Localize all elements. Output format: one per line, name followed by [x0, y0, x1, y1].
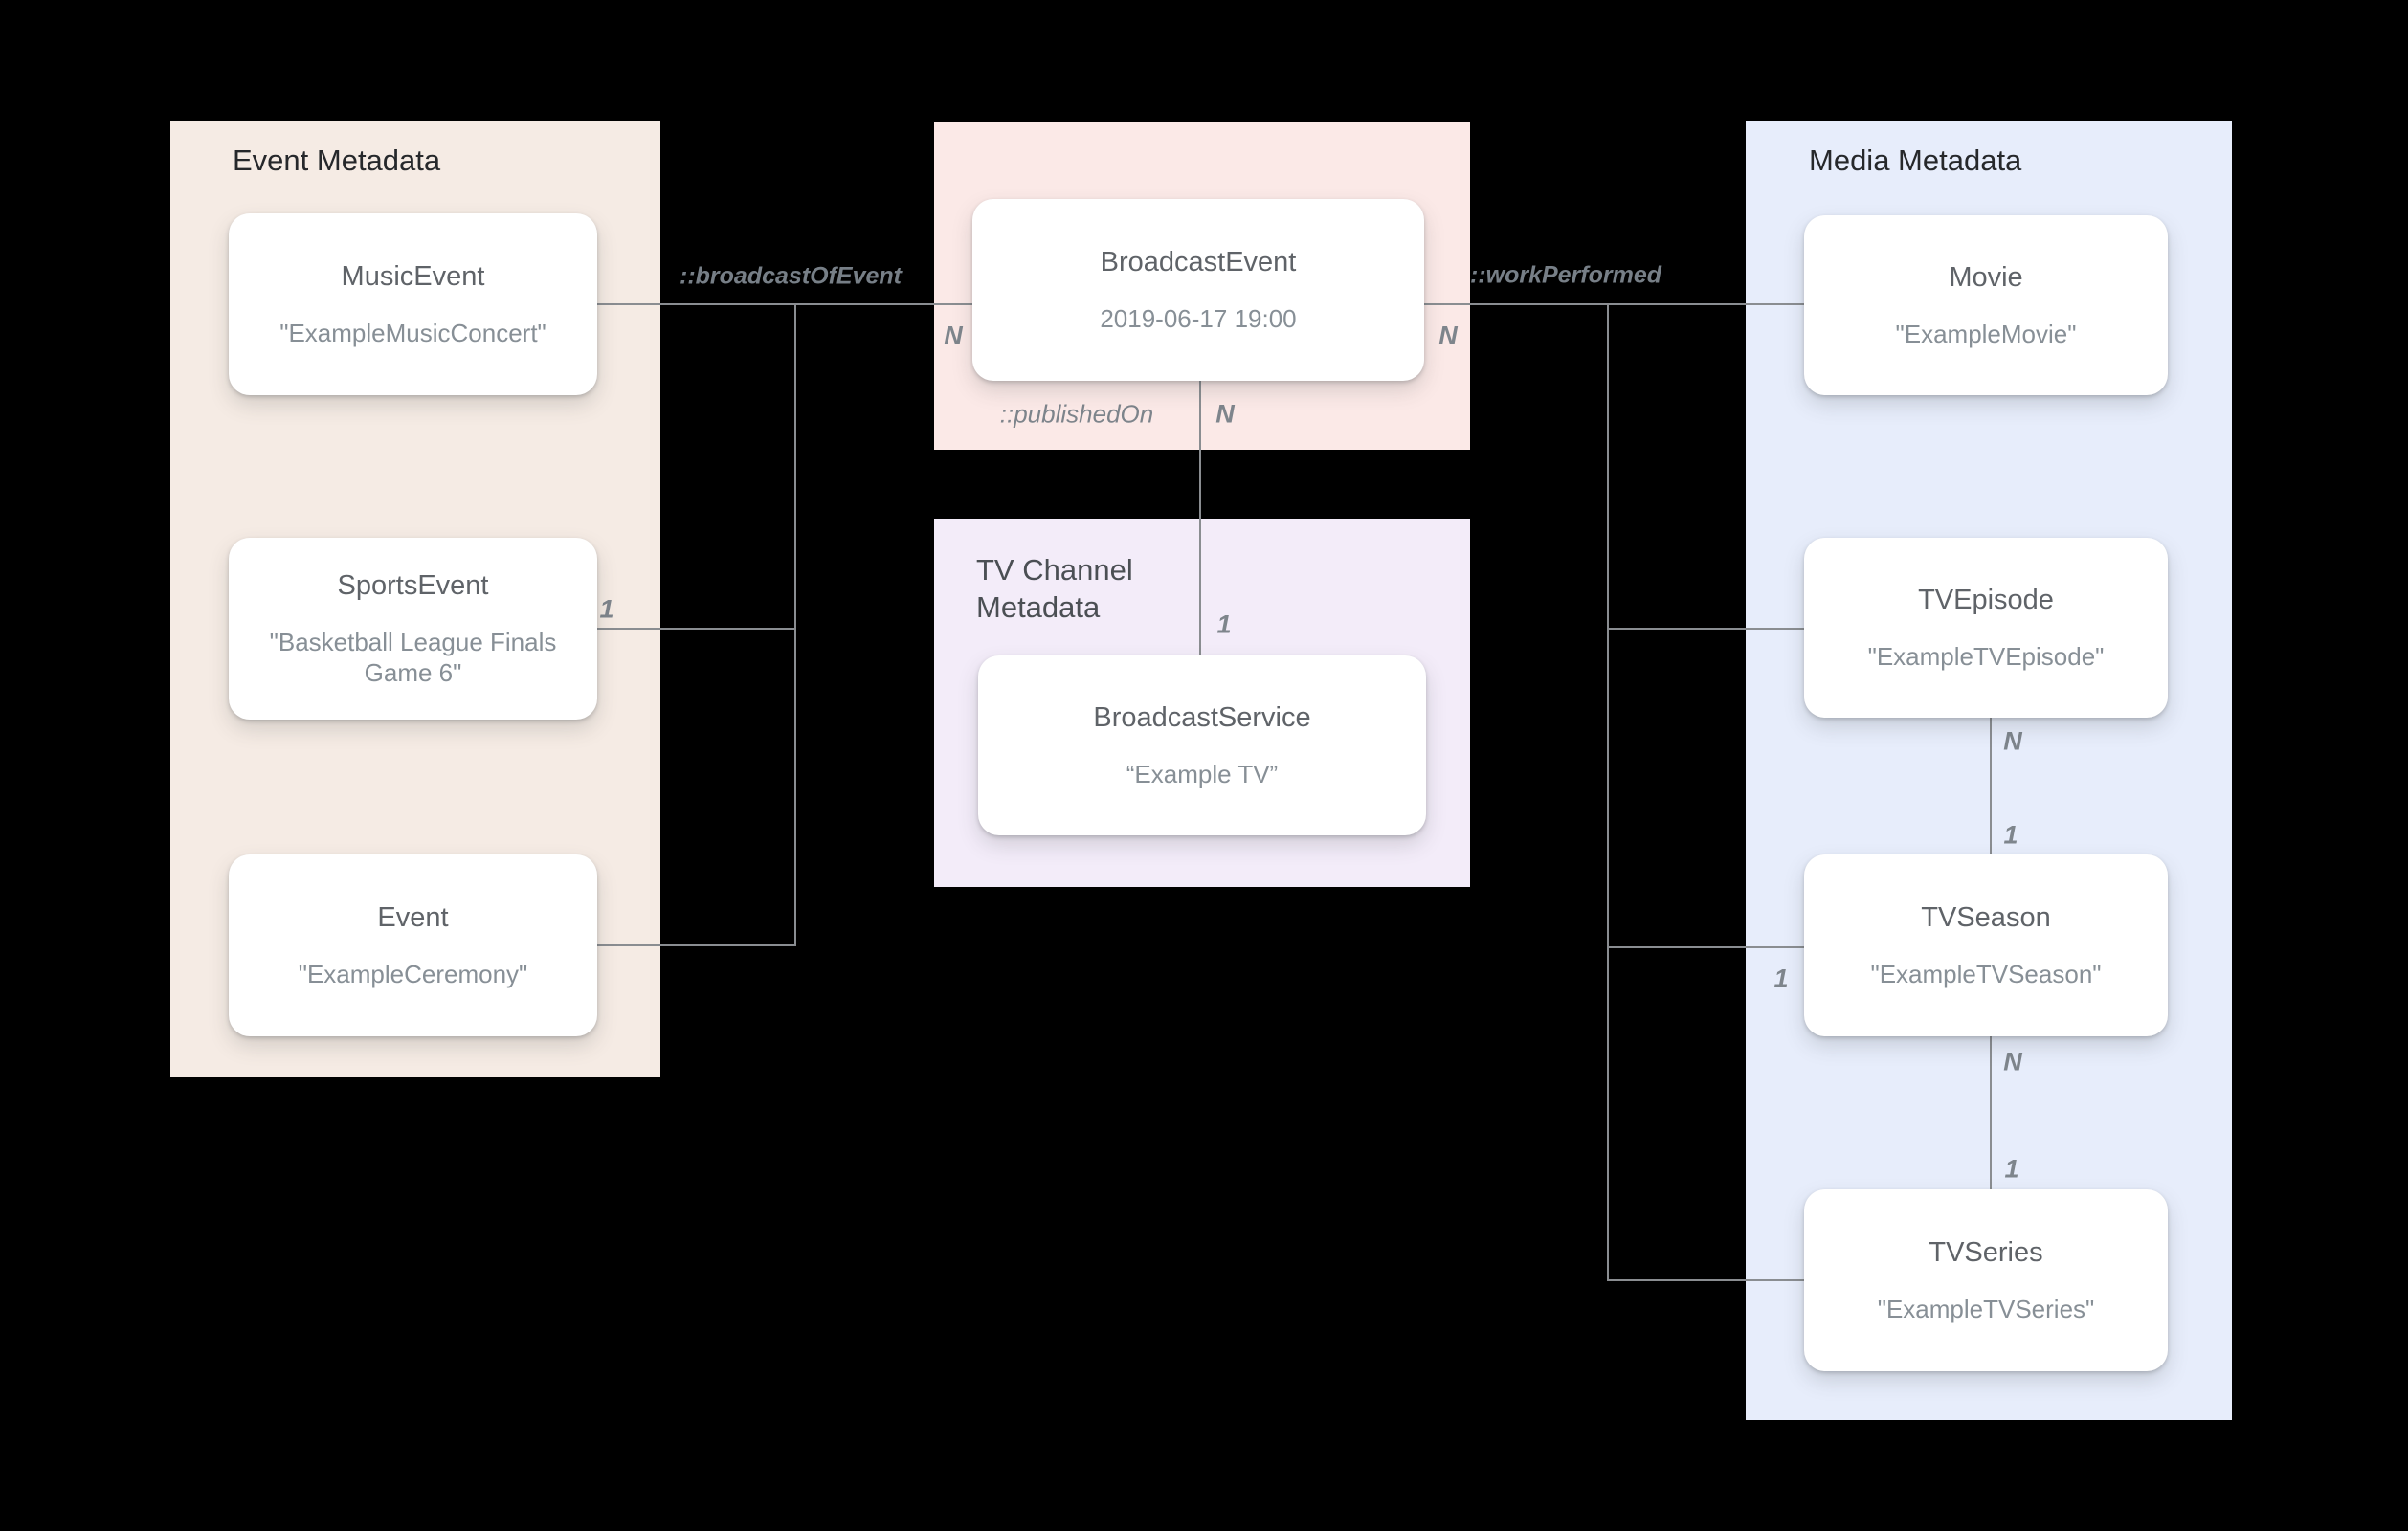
- card-value: "ExampleTVEpisode": [1867, 641, 2105, 671]
- card-title: MusicEvent: [341, 260, 485, 292]
- tv-channel-metadata-title: TV Channel Metadata: [976, 553, 1133, 624]
- cardinality-season-series-n: N: [2003, 1047, 2022, 1076]
- cardinality-publishedon-n: N: [1215, 399, 1235, 429]
- card-music-event: MusicEvent "ExampleMusicConcert": [229, 213, 597, 395]
- card-value: “Example TV”: [1126, 759, 1279, 788]
- cardinality-season-series-1: 1: [2004, 1154, 2019, 1184]
- card-movie: Movie "ExampleMovie": [1804, 215, 2168, 395]
- connector-season-series-line: [1990, 1036, 1992, 1189]
- cardinality-broadcastservice-1: 1: [1216, 610, 1232, 639]
- card-tv-series: TVSeries "ExampleTVSeries": [1804, 1189, 2168, 1371]
- card-title: Movie: [1949, 261, 2023, 293]
- connector-event-trunk-left-line: [794, 303, 796, 946]
- published-on-label: ::publishedOn: [999, 399, 1154, 429]
- card-tv-episode: TVEpisode "ExampleTVEpisode": [1804, 538, 2168, 718]
- cardinality-episode-season-1: 1: [2003, 820, 2018, 850]
- card-title: SportsEvent: [337, 569, 489, 601]
- connector-tvseason-line: [1608, 946, 1804, 948]
- cardinality-tvseason-line-1: 1: [1773, 964, 1789, 993]
- connector-media-trunk-right-line: [1607, 303, 1609, 1281]
- media-metadata-title: Media Metadata: [1809, 144, 2022, 177]
- card-tv-season: TVSeason "ExampleTVSeason": [1804, 854, 2168, 1036]
- cardinality-broadcastevent-left-n: N: [944, 321, 963, 350]
- connector-tvseries-line: [1608, 1279, 1804, 1281]
- card-event: Event "ExampleCeremony": [229, 854, 597, 1036]
- connector-episode-season-line: [1990, 718, 1992, 854]
- card-value: "ExampleMusicConcert": [279, 318, 546, 347]
- connector-musicevent-broadcastevent-line: [597, 303, 972, 305]
- card-value: "ExampleCeremony": [298, 959, 528, 988]
- cardinality-episode-season-n: N: [2003, 726, 2022, 756]
- cardinality-broadcastevent-right-n: N: [1438, 321, 1458, 350]
- card-broadcast-event: BroadcastEvent 2019-06-17 19:00: [972, 199, 1424, 381]
- card-sports-event: SportsEvent "Basketball League Finals Ga…: [229, 538, 597, 720]
- card-broadcast-service: BroadcastService “Example TV”: [978, 655, 1426, 835]
- card-title: Event: [377, 901, 449, 933]
- connector-sportsevent-line: [597, 628, 796, 630]
- card-value: "ExampleMovie": [1895, 319, 2077, 348]
- card-title: TVEpisode: [1918, 584, 2054, 615]
- card-title: TVSeason: [1921, 901, 2051, 933]
- work-performed-label: ::workPerformed: [1469, 261, 1662, 289]
- cardinality-sportsevent-1: 1: [599, 594, 614, 624]
- card-title: BroadcastEvent: [1100, 246, 1297, 277]
- card-value: "Basketball League Finals Game 6": [269, 627, 557, 687]
- connector-broadcastevent-movie-line: [1424, 303, 1804, 305]
- card-title: TVSeries: [1929, 1236, 2043, 1268]
- card-title: BroadcastService: [1093, 701, 1311, 733]
- connector-eventcard-line: [597, 944, 796, 946]
- connector-tvepisode-line: [1608, 628, 1804, 630]
- card-value: 2019-06-17 19:00: [1100, 303, 1297, 333]
- card-value: "ExampleTVSeries": [1877, 1294, 2095, 1323]
- connector-publishedon-line: [1199, 380, 1201, 655]
- event-metadata-title: Event Metadata: [233, 144, 441, 177]
- card-value: "ExampleTVSeason": [1870, 959, 2102, 988]
- broadcast-of-event-label: ::broadcastOfEvent: [680, 262, 902, 290]
